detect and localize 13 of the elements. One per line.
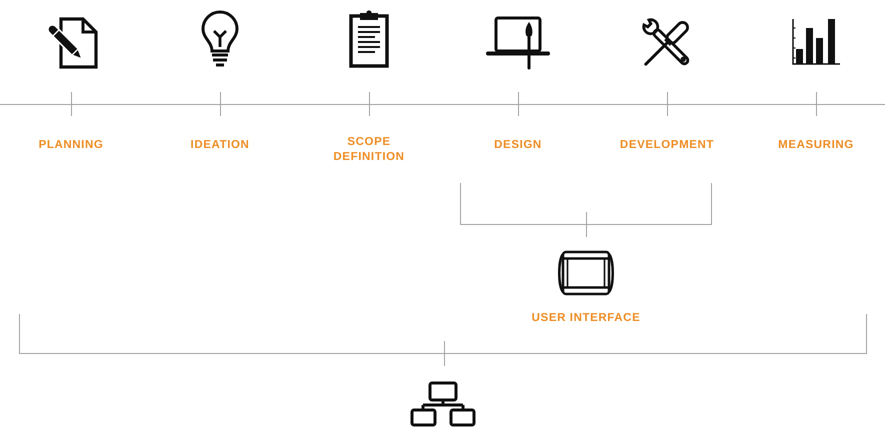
lightbulb-icon — [199, 10, 241, 68]
step-label: PLANNING — [38, 138, 104, 153]
handheld-device-icon — [557, 250, 615, 296]
step-label: DEVELOPMENT — [620, 138, 714, 153]
step-label: SCOPE DEFINITION — [332, 135, 406, 165]
step-label: USER INTERFACE — [532, 311, 640, 326]
clipboard-icon — [348, 10, 390, 68]
bar-chart-icon — [791, 18, 841, 66]
sitemap-icon — [410, 381, 476, 427]
step-label: MEASURING — [778, 138, 854, 153]
step-label: IDEATION — [190, 138, 250, 153]
laptop-brush-icon — [486, 16, 550, 70]
step-label: DESIGN — [494, 138, 542, 153]
